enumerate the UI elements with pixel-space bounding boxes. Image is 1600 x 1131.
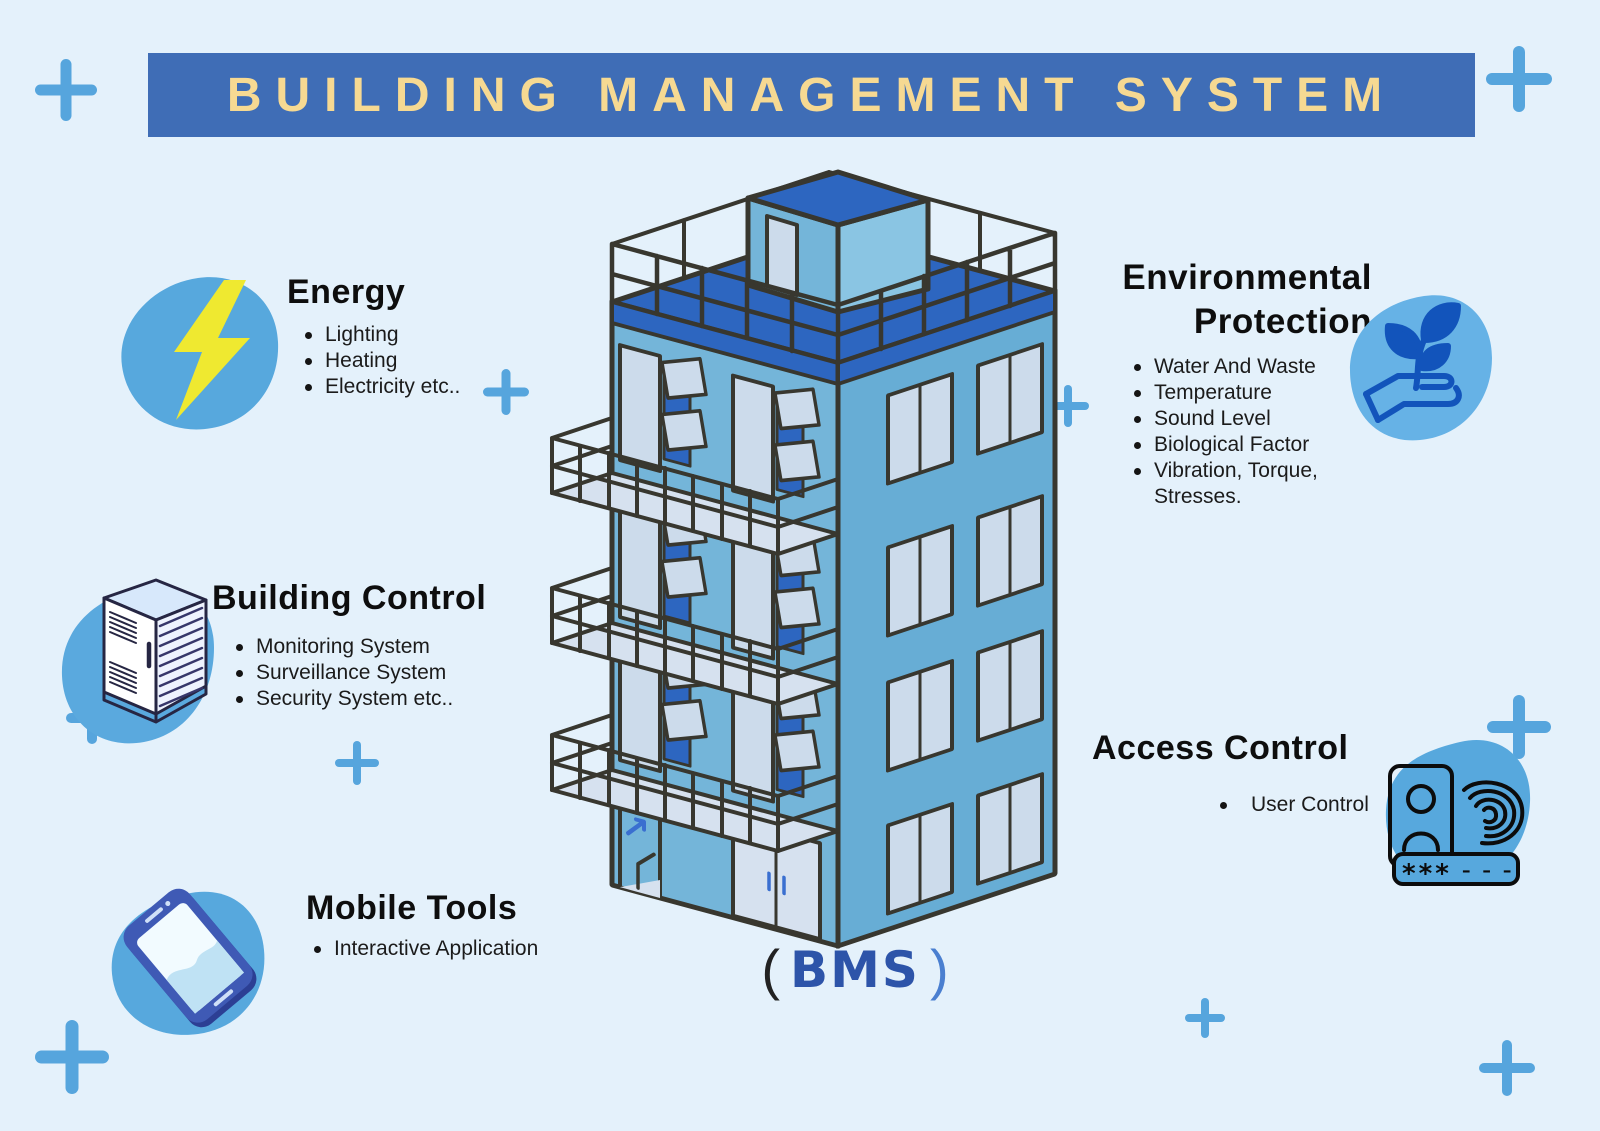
section-mobile-tools: Mobile Tools Interactive Application — [306, 886, 538, 962]
bullet-dot — [1134, 416, 1141, 423]
list-item: Vibration, Torque, Stresses. — [1134, 458, 1372, 510]
lightning-bolt — [174, 280, 250, 420]
plus-icon — [1486, 46, 1552, 112]
icon-blob — [1385, 739, 1531, 883]
plus-icon — [1185, 998, 1225, 1038]
fingerprint — [1462, 780, 1525, 846]
password-mask: *** — [1402, 859, 1452, 889]
left-facade — [609, 299, 841, 949]
list-item: Monitoring System — [236, 634, 486, 660]
list-item: Lighting — [305, 322, 460, 348]
balcony-floor-1 — [550, 416, 840, 556]
list-item: Surveillance System — [236, 660, 486, 686]
bullet-dot — [305, 358, 312, 365]
mobile-tools-list: Interactive Application — [314, 936, 538, 962]
bullet-dot — [314, 946, 321, 953]
list-item: Temperature — [1134, 380, 1372, 406]
right-facade — [835, 288, 1058, 949]
access-control-list: User Control — [1220, 792, 1369, 818]
list-item: User Control — [1220, 792, 1369, 818]
person-body — [1402, 831, 1440, 852]
balcony-floor-3 — [550, 713, 840, 853]
roof-railing-front — [609, 230, 1058, 366]
penthouse — [745, 169, 931, 315]
building-illustration — [550, 169, 1058, 949]
bullet-dot — [236, 670, 243, 677]
bullet-dot — [1134, 390, 1141, 397]
stairwell-door — [618, 793, 662, 901]
smartphone-icon — [102, 876, 272, 1041]
building-control-list: Monitoring System Surveillance System Se… — [236, 634, 486, 712]
bullet-dot — [236, 696, 243, 703]
plus-icon — [35, 59, 97, 121]
penthouse-door — [765, 214, 799, 297]
environmental-title-line2: Protection — [1193, 302, 1372, 341]
section-access-control: Access Control User Control — [1092, 726, 1369, 818]
balcony-floor-2 — [550, 566, 840, 706]
environmental-list: Water And Waste Temperature Sound Level … — [1134, 354, 1372, 510]
plus-icon — [335, 741, 379, 785]
section-building-control: Building Control Monitoring System Surve… — [212, 576, 486, 712]
list-item: Heating — [305, 348, 460, 374]
section-environmental: Environmental Protection Water And Waste… — [1058, 256, 1372, 510]
list-item: Water And Waste — [1134, 354, 1372, 380]
password-dashes: – – – — [1462, 861, 1514, 881]
bullet-dot — [236, 644, 243, 651]
plus-icon — [483, 369, 529, 415]
id-card-fingerprint-icon: *** – – – — [1378, 726, 1542, 892]
plus-icon — [35, 1020, 109, 1094]
building-control-title: Building Control — [212, 579, 487, 617]
list-item: Security System etc.. — [236, 686, 486, 712]
bullet-dot — [305, 332, 312, 339]
bullet-dot — [1134, 468, 1141, 475]
list-item: Biological Factor — [1134, 432, 1372, 458]
open-paren: ( — [761, 938, 781, 1001]
page-title: BUILDING MANAGEMENT SYSTEM — [226, 68, 1397, 122]
list-item: Interactive Application — [314, 936, 538, 962]
bullet-dot — [305, 384, 312, 391]
bms-caption: ( BMS ) — [728, 942, 982, 998]
person-head — [1406, 784, 1436, 814]
access-control-title: Access Control — [1092, 729, 1349, 767]
list-item: Sound Level — [1134, 406, 1372, 432]
bms-label: BMS — [790, 941, 920, 999]
bullet-dot — [1220, 802, 1227, 809]
list-item: Electricity etc.. — [305, 374, 460, 400]
lightning-icon — [112, 270, 284, 438]
energy-list: Lighting Heating Electricity etc.. — [305, 322, 460, 400]
icon-blob — [121, 277, 279, 430]
close-paren: ) — [929, 938, 949, 1001]
energy-title: Energy — [287, 273, 406, 311]
server-rack-icon — [52, 556, 227, 751]
environmental-title-line1: Environmental — [1122, 258, 1372, 297]
seedling-hand-icon — [1346, 288, 1496, 446]
bullet-dot — [1134, 442, 1141, 449]
title-banner: BUILDING MANAGEMENT SYSTEM — [148, 53, 1475, 137]
bullet-dot — [1134, 364, 1141, 371]
plus-icon — [1479, 1040, 1535, 1096]
mobile-tools-title: Mobile Tools — [306, 889, 518, 927]
up-arrow-icon — [626, 817, 646, 836]
password-field — [1392, 852, 1520, 886]
section-energy: Energy Lighting Heating Electricity etc.… — [287, 270, 460, 400]
